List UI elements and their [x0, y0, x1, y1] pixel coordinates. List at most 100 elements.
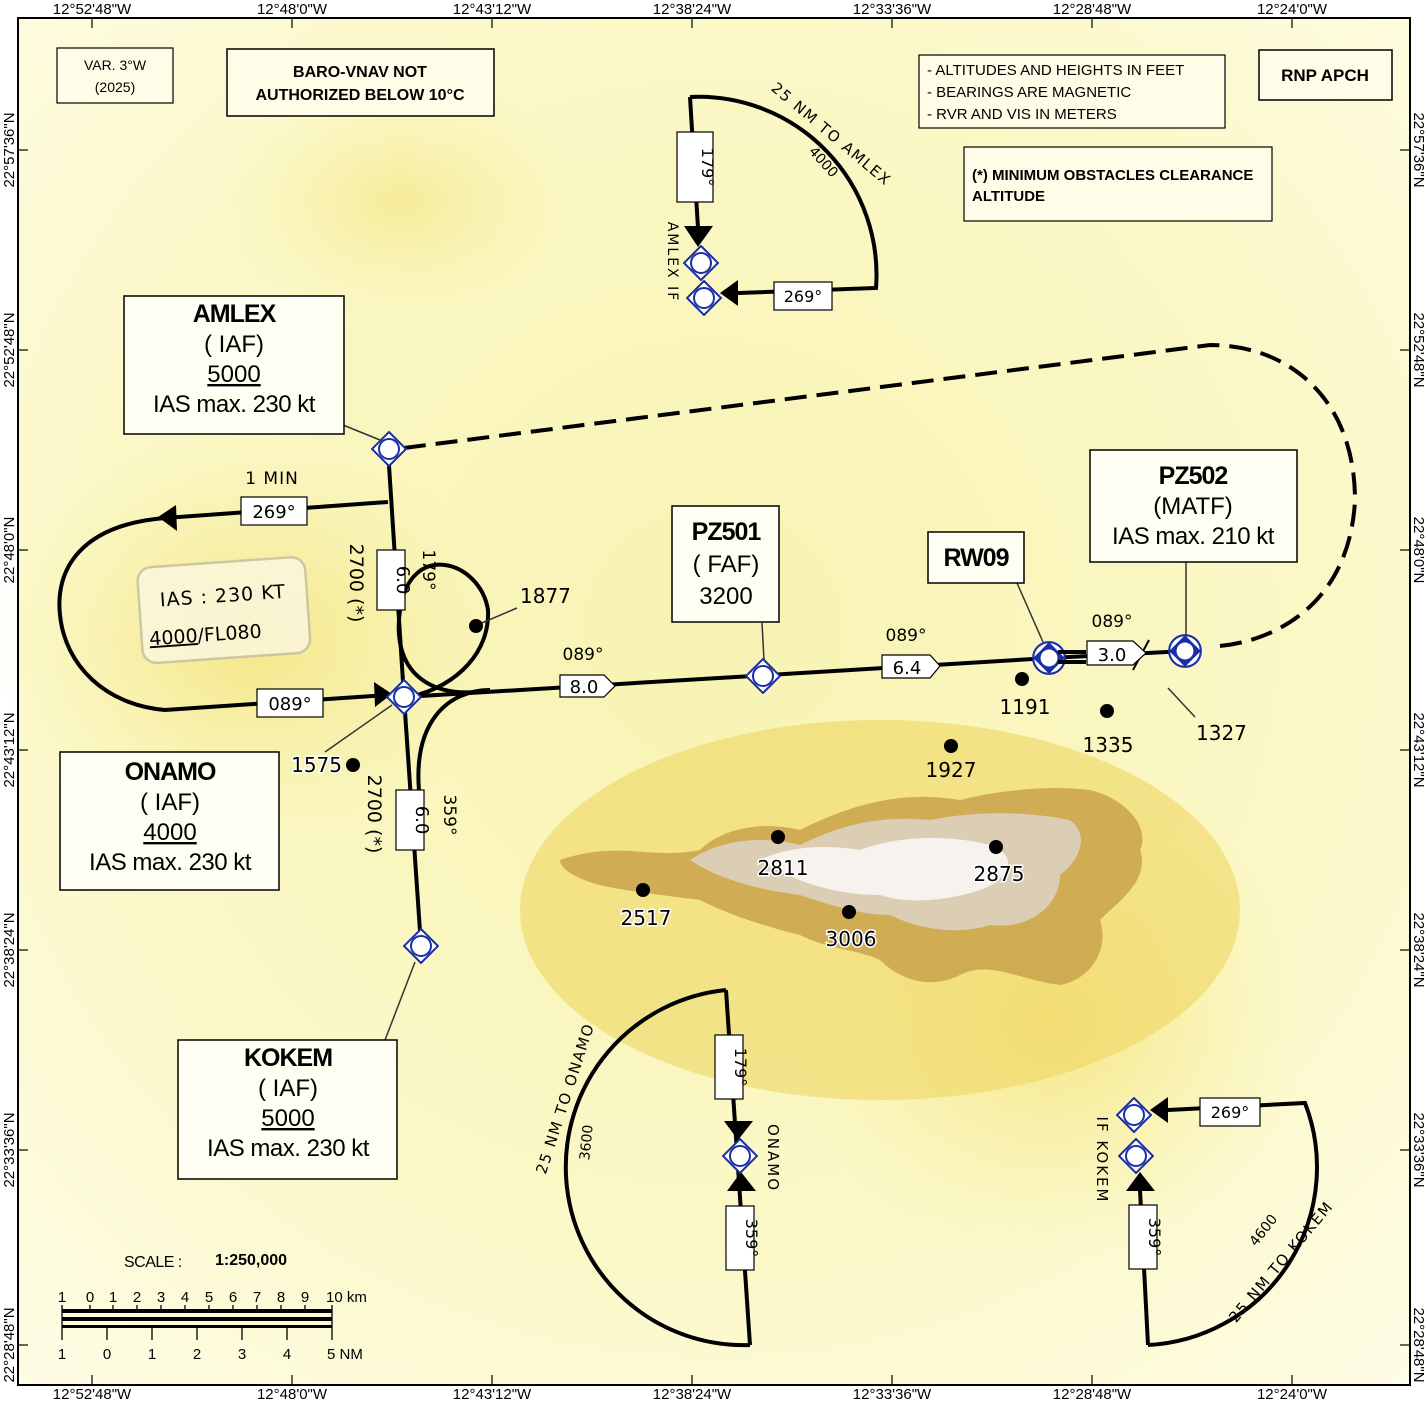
pz502-role: (MATF) [1153, 493, 1233, 520]
info-line: - BEARINGS ARE MAGNETIC [927, 84, 1131, 101]
scale-ratio: 1:250,000 [215, 1252, 287, 1269]
info-line: - RVR AND VIS IN METERS [927, 106, 1117, 123]
svg-text:179°: 179° [731, 1048, 750, 1087]
lon-label: 12°52'48"W [53, 1, 132, 18]
taa-kokem-course: 359° [1128, 1204, 1164, 1270]
svg-text:7: 7 [253, 1289, 261, 1306]
svg-text:1: 1 [58, 1346, 66, 1363]
leg-amlex-msa: 2700 (*) [345, 544, 367, 623]
leg-kokem-msa: 2700 (*) [363, 775, 385, 854]
svg-text:089°: 089° [268, 694, 311, 715]
leg-final-3-course: 089° [1092, 612, 1133, 632]
spot-elevation-dot [1015, 672, 1029, 686]
missed-approach-path [387, 342, 1358, 648]
rw09-name: RW09 [943, 544, 1008, 572]
lon-label: 12°52'48"W [53, 1386, 132, 1403]
lon-label: 12°28'48"W [1053, 1386, 1132, 1403]
holding-alt: 4000 [149, 625, 199, 650]
holding-time: 1 MIN [245, 469, 299, 489]
taa-onamo-course-1: 179° [714, 1034, 750, 1100]
spot-elevation-dot [636, 883, 650, 897]
runway-threshold-icon [1058, 650, 1086, 664]
moca-text-2: ALTITUDE [972, 188, 1045, 205]
spot-elevation-dot [1100, 704, 1114, 718]
svg-text:9: 9 [301, 1289, 309, 1306]
baro-text-1: BARO-VNAV NOT [293, 64, 427, 81]
kokem-role: ( IAF) [258, 1075, 318, 1102]
kokem-callout: KOKEM ( IAF) 5000 IAS max. 230 kt [177, 1039, 398, 1180]
taa-onamo-fix-label: ONAMO [764, 1124, 782, 1192]
onamo-role: ( IAF) [140, 789, 200, 816]
spot-elevation-dot [944, 739, 958, 753]
arrow-icon [158, 505, 177, 531]
leg-final-2-dist: 6.4 [893, 658, 922, 679]
spot-elevation-dot [771, 830, 785, 844]
svg-text:359°: 359° [742, 1219, 761, 1258]
leg-amlex-course: 179° [418, 550, 438, 591]
variation-text: VAR. 3°W [84, 57, 147, 73]
leg-final-1: 8.0 089° [559, 645, 616, 698]
spot-elevation-label: 1575 [291, 753, 342, 777]
leg-final-2-course: 089° [886, 626, 927, 646]
svg-text:6: 6 [229, 1289, 237, 1306]
svg-text:359°: 359° [1145, 1218, 1164, 1257]
leg-final-1-course: 089° [563, 645, 604, 665]
lon-label: 12°43'12"W [453, 1, 532, 18]
amlex-role: ( IAF) [204, 331, 264, 358]
lon-label: 12°48'0"W [257, 1386, 328, 1403]
svg-text:3: 3 [157, 1289, 165, 1306]
amlex-callout: AMLEX ( IAF) 5000 IAS max. 230 kt [123, 295, 345, 435]
graticule-ticks [18, 18, 1410, 1385]
spot-elevation-label: 2875 [974, 862, 1025, 886]
svg-text:269°: 269° [1211, 1103, 1250, 1122]
lat-label: 22°52'48"N [1, 312, 18, 387]
lon-label: 12°28'48"W [1053, 1, 1132, 18]
variation-year: (2025) [95, 79, 135, 95]
lat-label: 22°43'12"N [1, 712, 18, 787]
kokem-name: KOKEM [244, 1044, 332, 1072]
leg-final-3: 3.0 089° [1086, 612, 1147, 666]
variation-box: VAR. 3°W (2025) [56, 47, 174, 104]
lat-label: 22°48'0"N [1, 517, 18, 584]
spot-elevation-dot [989, 840, 1003, 854]
taa-amlex-fix-label: AMLEX IF [664, 222, 680, 303]
spot-elevation-label: 1327 [1196, 721, 1247, 745]
lat-label: 22°48'0"N [1410, 517, 1427, 584]
svg-text:4: 4 [181, 1289, 189, 1306]
lat-label: 22°38'24"N [1410, 912, 1427, 987]
longitude-labels-top: 12°52'48"W 12°48'0"W 12°43'12"W 12°38'24… [53, 1, 1328, 18]
lon-label: 12°24'0"W [1257, 1, 1328, 18]
amlex-speed: IAS max. 230 kt [153, 391, 316, 418]
svg-text:4: 4 [283, 1346, 291, 1363]
rw09-fix-icon[interactable] [1032, 641, 1066, 675]
holding-info-box: IAS : 230 KT 4000 /FL080 [136, 556, 312, 665]
lon-label: 12°38'24"W [653, 1, 732, 18]
lat-label: 22°43'12"N [1410, 712, 1427, 787]
lon-label: 12°38'24"W [653, 1386, 732, 1403]
arrow-icon [684, 226, 713, 247]
pz501-name: PZ501 [692, 518, 762, 546]
arrow-icon [720, 280, 738, 306]
leg-final-3-dist: 3.0 [1098, 645, 1127, 666]
scale-label: SCALE : [124, 1254, 182, 1271]
map-frame [17, 17, 1411, 1386]
pz501-alt: 3200 [699, 583, 752, 610]
taa-onamo-course-2: 359° [725, 1205, 761, 1271]
onamo-name: ONAMO [125, 758, 216, 786]
longitude-labels-bottom: 12°52'48"W 12°48'0"W 12°43'12"W 12°38'24… [53, 1386, 1328, 1403]
amlex-alt: 5000 [207, 361, 260, 388]
lon-label: 12°24'0"W [1257, 1386, 1328, 1403]
spot-elevation-label: 2811 [758, 856, 809, 880]
spot-elevation-label: 3006 [826, 927, 877, 951]
taa-amlex-outbound: 269° [773, 281, 833, 311]
taa-amlex-course: 179° [676, 131, 717, 203]
svg-text:5: 5 [205, 1289, 213, 1306]
pz502-fix-icon[interactable] [1168, 634, 1202, 668]
svg-text:8: 8 [277, 1289, 285, 1306]
svg-text:10 km: 10 km [326, 1289, 367, 1306]
taa-kokem-fix-label: IF KOKEM [1093, 1117, 1111, 1204]
scale-nm-ticks: 1 0 1 2 3 4 5 NM [58, 1346, 363, 1363]
svg-text:1: 1 [148, 1346, 156, 1363]
onamo-speed: IAS max. 230 kt [89, 849, 252, 876]
taa-kokem-outbound: 269° [1199, 1097, 1261, 1127]
